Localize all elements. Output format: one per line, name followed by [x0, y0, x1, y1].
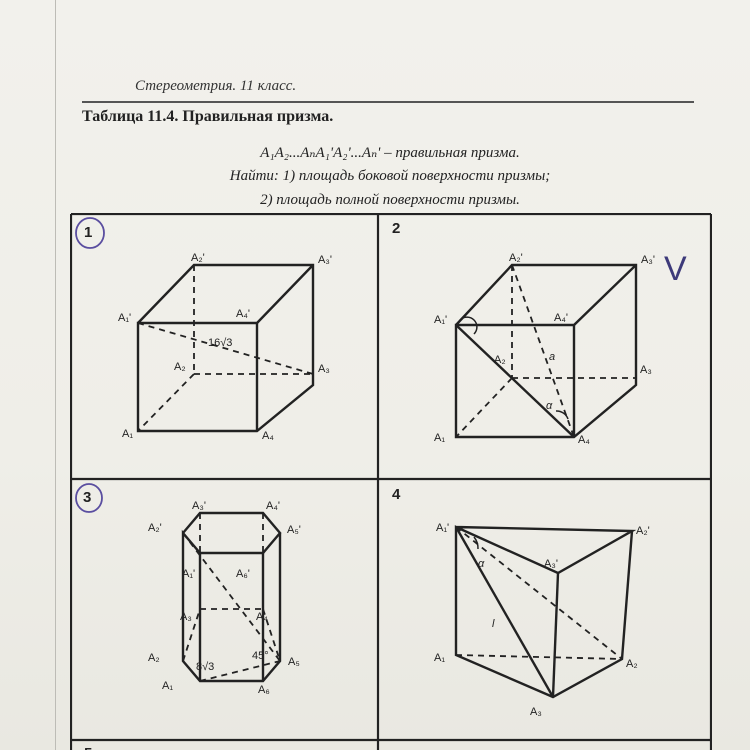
vertex-label: A₂ — [148, 652, 160, 664]
vertex-label: A₂ — [174, 361, 186, 373]
vertex-label: A₄ — [256, 611, 268, 623]
vertex-label: A₁' — [436, 522, 449, 534]
handwritten-checkmark: V — [664, 250, 687, 288]
cell-2-figure: 2 A₂' A₃' A₁' A₄' A₂ A₃ A₁ A₄ a α — [392, 220, 655, 446]
vertex-label: A₃' — [641, 254, 655, 266]
vertex-label: A₁' — [434, 314, 447, 326]
cell-number: 2 — [392, 220, 400, 237]
vertex-label: A₂' — [191, 252, 205, 264]
cell-4-figure: 4 A₁' A₂' A₃' A₁ A₂ A₃ α l — [392, 486, 650, 718]
vertex-label: A₄' — [236, 308, 250, 320]
vertex-label: A₂' — [148, 522, 162, 534]
vertex-label: A₁' — [118, 312, 131, 324]
angle-alpha: α — [478, 558, 485, 570]
cell-number: 1 — [84, 224, 92, 241]
problem-table-grid — [70, 213, 712, 750]
vertex-label: A₄ — [578, 434, 590, 446]
diagonal-length: 16√3 — [208, 337, 232, 349]
vertex-label: A₂' — [509, 252, 523, 264]
vertex-label: A₃' — [544, 558, 558, 570]
vertex-label: A₃ — [530, 706, 542, 718]
vertex-label: A₄ — [262, 430, 274, 442]
cell-number: 3 — [83, 489, 91, 506]
vertex-label: A₁ — [122, 428, 133, 440]
angle-45: 45° — [252, 650, 269, 662]
task-find-lateral: Найти: 1) площадь боковой поверхности пр… — [229, 168, 551, 184]
vertex-label: A₂ — [626, 658, 638, 670]
vertex-label: A₁' — [182, 568, 195, 580]
vertex-label: A₂' — [636, 525, 650, 537]
edge-length-a: a — [549, 351, 555, 363]
cell-number: 4 — [392, 486, 401, 503]
vertex-label: A₃' — [192, 500, 206, 512]
vertex-label: A₁ — [434, 652, 445, 664]
vertex-label: A₅ — [288, 656, 300, 668]
vertex-label: A₃ — [318, 363, 330, 375]
angle-alpha: α — [546, 400, 553, 412]
cell-5-figure: 5 — [84, 745, 92, 750]
cell-3-figure: 3 A₃' A₄' A₂' A₅' A₁' A₆' A₃ A₄ A₂ A₅ A₁… — [75, 483, 301, 696]
task-prism-statement: A₁A₂...AₙA₁'A₂'...Aₙ' – правильная призм… — [260, 145, 520, 161]
vertex-label: A₃' — [318, 254, 332, 266]
table-title: Таблица 11.4. Правильная призма. — [82, 108, 334, 125]
vertex-label: A₄' — [266, 500, 280, 512]
header-divider — [82, 101, 694, 103]
vertex-label: A₆' — [236, 568, 250, 580]
cell-number: 5 — [84, 745, 92, 750]
vertex-label: A₅' — [287, 524, 301, 536]
edge-length: 8√3 — [196, 661, 214, 673]
vertex-label: A₄' — [554, 312, 568, 324]
vertex-label: A₂ — [494, 354, 506, 366]
vertex-label: A₁ — [434, 432, 445, 444]
vertex-label: A₃ — [180, 611, 192, 623]
course-header: Стереометрия. 11 класс. — [135, 78, 297, 94]
cell-1-figure: 1 A₂' A₃' A₁' A₄' A₂ A₃ A₁ A₄ 16√3 — [75, 217, 332, 442]
vertex-label: A₃ — [640, 364, 652, 376]
vertex-label: A₆ — [258, 684, 270, 696]
task-find-total: 2) площадь полной поверхности призмы. — [260, 192, 520, 208]
diagonal-length-l: l — [492, 618, 495, 630]
vertex-label: A₁ — [162, 680, 173, 692]
margin-line — [55, 0, 56, 750]
